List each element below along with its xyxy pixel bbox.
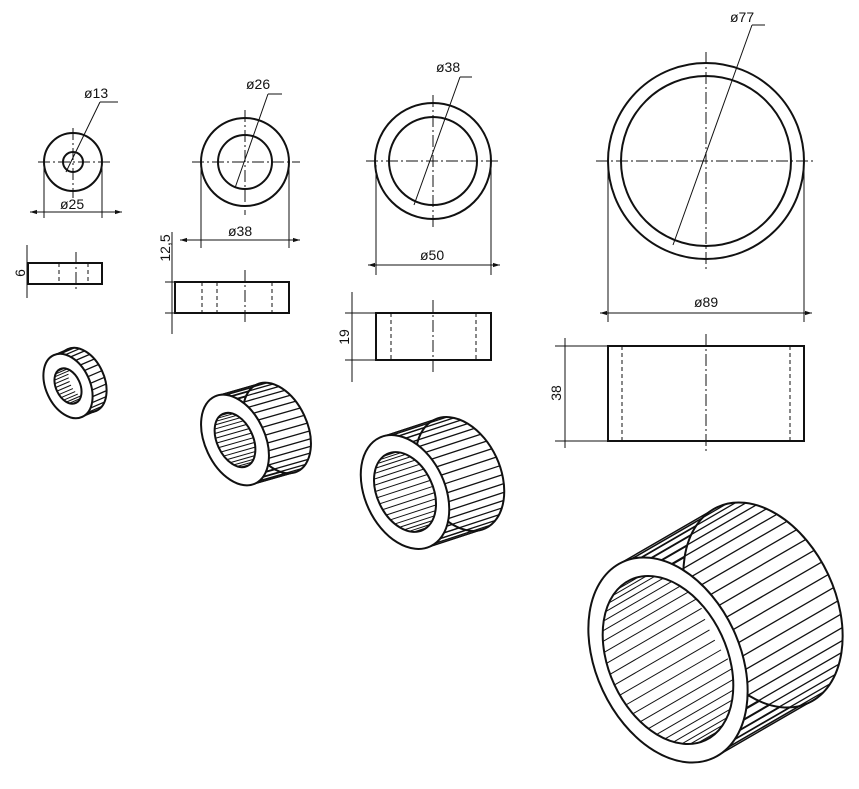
- ring-3-side-view: 19: [336, 292, 492, 382]
- ring-4-isometric-view: [587, 501, 844, 764]
- ring-3-isometric-view: [359, 416, 506, 550]
- ring-2-top-view: ø26 ø38: [180, 76, 300, 248]
- ring-1-isometric-view: [42, 346, 108, 420]
- ring-4-height-label: 38: [548, 385, 564, 401]
- ring-3-outer-diameter-label: ø50: [420, 247, 444, 263]
- ring-3-top-view: ø38 ø50: [366, 59, 500, 275]
- ring-4-outer-diameter-label: ø89: [694, 294, 718, 310]
- ring-1-inner-diameter-label: ø13: [84, 85, 108, 101]
- ring-1-top-view: ø13 ø25: [30, 85, 122, 218]
- ring-1-height-label: 6: [12, 269, 28, 277]
- ring-2-inner-diameter-label: ø26: [246, 76, 270, 92]
- ring-2-isometric-view: [200, 381, 312, 487]
- ring-2-height-label: 12,5: [157, 234, 173, 261]
- ring-3-height-label: 19: [336, 329, 352, 345]
- ring-2-outer-diameter-label: ø38: [228, 223, 252, 239]
- ring-3-inner-diameter-label: ø38: [436, 59, 460, 75]
- ring-4-top-view: ø77 ø89: [596, 9, 816, 322]
- ring-2-side-view: 12,5: [157, 232, 290, 334]
- ring-1-side-view: 6: [12, 245, 103, 298]
- ring-4-inner-diameter-label: ø77: [730, 9, 754, 25]
- ring-4-side-view: 38: [548, 334, 805, 452]
- ring-1-outer-diameter-label: ø25: [60, 196, 84, 212]
